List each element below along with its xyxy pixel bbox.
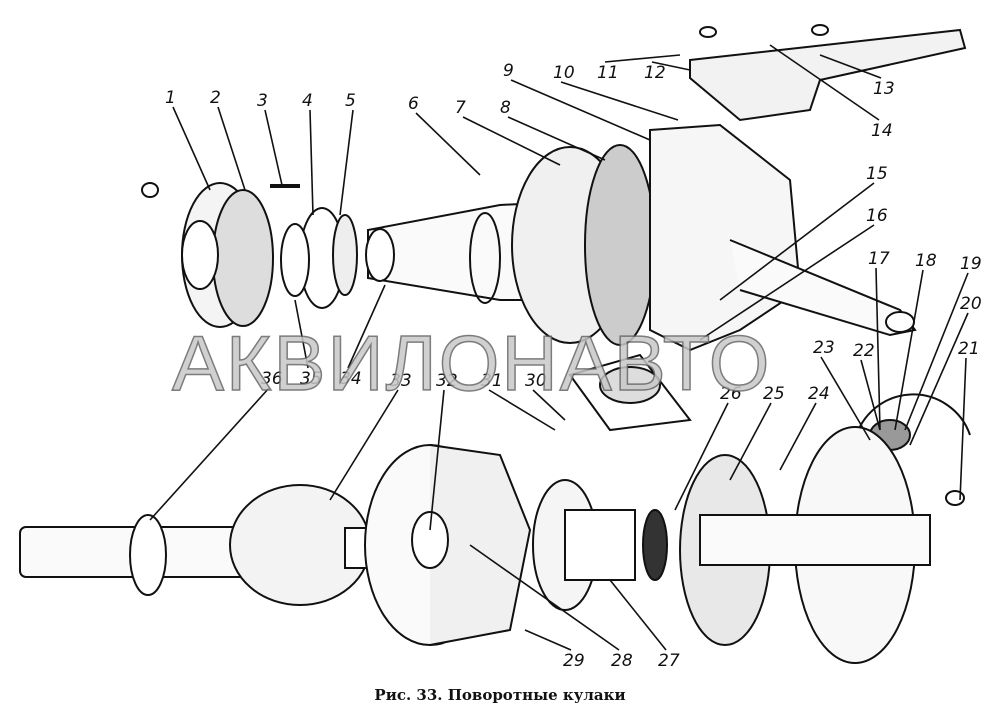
part-label-33: 33 [390,371,412,391]
part-label-24: 24 [808,384,830,404]
leader-line-18 [894,269,924,431]
leader-line-6 [415,112,481,176]
part-label-21: 21 [958,339,980,359]
leader-line-14 [769,44,880,121]
part-label-15: 15 [866,164,888,184]
figure-caption: Рис. 33. Поворотные кулаки [374,686,626,704]
leader-line-7 [462,116,561,166]
part-label-28: 28 [611,651,633,671]
leader-line-32 [429,389,445,531]
part-label-19: 19 [960,254,982,274]
leader-line-4 [309,109,314,216]
leader-line-17 [875,267,881,431]
part-label-23: 23 [813,338,835,358]
part-label-9: 9 [503,61,514,81]
part-label-7: 7 [455,98,466,118]
part-label-10: 10 [553,63,575,83]
part-label-11: 11 [597,63,619,83]
part-label-3: 3 [257,91,268,111]
part-label-17: 17 [868,249,890,269]
part-label-29: 29 [563,651,585,671]
leader-line-1 [172,106,211,191]
leader-line-19 [904,272,969,431]
part-label-31: 31 [481,371,503,391]
leader-line-25 [729,402,772,481]
part-label-4: 4 [302,91,313,111]
part-label-30: 30 [525,371,547,391]
part-label-1: 1 [165,88,176,108]
leader-line-21 [959,357,967,501]
leader-line-34 [347,284,386,369]
part-label-12: 12 [644,63,666,83]
leader-line-11 [604,54,681,63]
part-label-25: 25 [763,384,785,404]
knuckle-body-part [649,123,802,352]
steering-arm-part [689,28,967,122]
part-label-13: 13 [873,79,895,99]
part-label-35: 35 [300,369,322,389]
leader-line-9 [510,79,651,141]
leader-line-12 [651,61,691,71]
watermark: АКВИЛОНАВТО [171,318,772,408]
leader-line-33 [329,389,399,501]
part-label-18: 18 [915,251,937,271]
leader-line-31 [488,389,556,431]
leader-line-23 [820,356,871,441]
part-label-5: 5 [345,91,356,111]
bearing-part [599,366,661,404]
part-label-8: 8 [500,98,511,118]
part-label-32: 32 [436,371,458,391]
leader-line-8 [507,116,606,161]
leader-line-5 [339,109,354,216]
leader-line-27 [609,579,667,651]
leader-line-2 [217,106,246,191]
leader-line-3 [264,109,283,186]
leader-line-13 [819,54,882,79]
leader-line-15 [719,182,875,301]
part-label-20: 20 [960,294,982,314]
leader-line-26 [674,402,729,511]
leader-line-30 [532,389,566,421]
leader-line-24 [779,402,817,471]
part-label-34: 34 [340,369,362,389]
part-label-16: 16 [866,206,888,226]
part-label-2: 2 [210,88,221,108]
leader-line-16 [699,224,875,341]
part-label-26: 26 [720,384,742,404]
nut-part [141,182,159,198]
leader-line-29 [524,629,572,651]
leader-line-10 [560,81,679,121]
part-label-6: 6 [408,94,419,114]
leader-line-36 [149,387,270,521]
part-label-22: 22 [853,341,875,361]
part-label-14: 14 [871,121,893,141]
leader-line-22 [860,359,881,431]
leader-line-35 [294,299,309,369]
leader-line-28 [469,544,620,651]
part-label-27: 27 [658,651,680,671]
part-label-36: 36 [261,369,283,389]
leader-line-20 [909,312,969,446]
